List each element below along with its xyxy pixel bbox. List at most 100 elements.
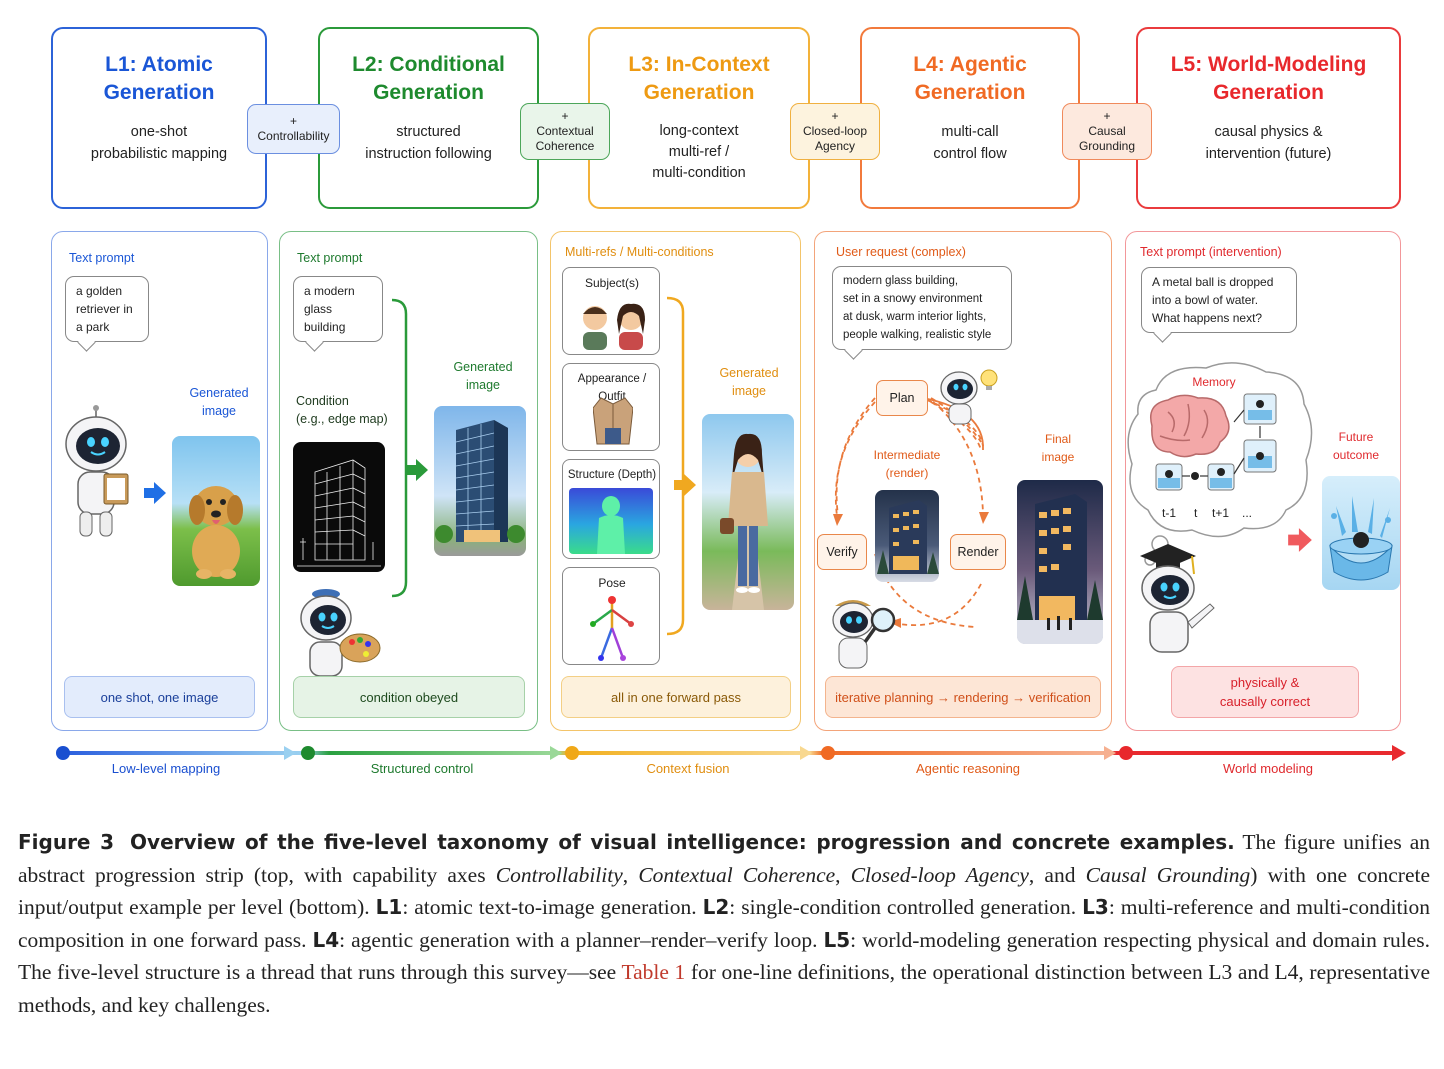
axis-label: Coherence: [536, 139, 595, 154]
prompt-line: retriever in: [76, 300, 138, 318]
arrow-right-icon: [142, 480, 168, 506]
caption-text: : atomic text-to-image generation.: [402, 895, 702, 919]
level-2-desc: instruction following: [320, 143, 537, 165]
verify-node: Verify: [817, 534, 867, 570]
axis-plus: +: [831, 109, 838, 124]
level-3-desc: long-context: [590, 121, 808, 142]
caption-text: ,: [623, 863, 639, 887]
prompt-bubble: a modern glass building: [293, 276, 383, 342]
panel-label: Text prompt: [297, 249, 362, 267]
panel-l4-example: User request (complex) modern glass buil…: [814, 231, 1112, 731]
intermediate-label: Intermediate(render): [865, 446, 949, 482]
axis-causal-grounding: +CausalGrounding: [1062, 103, 1152, 160]
prompt-line: a modern: [304, 282, 372, 300]
robot-magnifier-icon: [825, 594, 905, 676]
jacket-icon: [593, 394, 633, 446]
prompt-bubble: a golden retriever in a park: [65, 276, 149, 342]
future-outcome-image: [1322, 476, 1400, 590]
level-5-desc: intervention (future): [1138, 143, 1399, 165]
level-3-desc: multi-ref /: [590, 142, 808, 163]
flow-label-world: World modeling: [1168, 761, 1368, 776]
panel-l3-example: Multi-refs / Multi-conditions Subject(s)…: [550, 231, 801, 731]
level-2-desc: structured: [320, 121, 537, 143]
physics-sequence-diagram: [1150, 392, 1300, 522]
ref-depth: Structure (Depth): [562, 459, 660, 559]
level-1-subtitle: Generation: [53, 79, 265, 107]
caption-text: ,: [835, 863, 851, 887]
axis-label: Closed-loop: [803, 124, 867, 139]
condition-label: Condition(e.g., edge map): [296, 392, 388, 428]
axis-plus: +: [290, 114, 297, 129]
caption-italic: Closed-loop Agency: [851, 863, 1029, 887]
caption-italic: Controllability: [496, 863, 623, 887]
time-ticks: t-1 t t+1 ...: [1154, 506, 1314, 524]
plan-node: Plan: [876, 380, 928, 416]
figure-title: Overview of the five-level taxonomy of v…: [130, 830, 1235, 854]
generated-woman-image: [702, 414, 794, 610]
caption-box: iterative planning → rendering → verific…: [825, 676, 1101, 718]
panel-label: Text prompt (intervention): [1140, 243, 1282, 261]
level-1-box: L1: AtomicGeneration one-shotprobabilist…: [51, 27, 267, 209]
axis-label: Controllability: [257, 129, 329, 144]
robot-idea-icon: [937, 366, 1003, 426]
ref-label: Structure (Depth): [563, 466, 661, 484]
render-node: Render: [950, 534, 1006, 570]
panel-label: Text prompt: [69, 249, 134, 267]
intervention-bubble: A metal ball is dropped into a bowl of w…: [1141, 267, 1297, 333]
level-3-desc: multi-condition: [590, 163, 808, 184]
generated-label: Generatedimage: [438, 358, 528, 394]
caption-italic: Causal Grounding: [1086, 863, 1251, 887]
caption-box: one shot, one image: [64, 676, 255, 718]
arrow-right-icon: [1286, 526, 1314, 554]
caption-bold: L4: [312, 928, 339, 952]
panel-l2-example: Text prompt a modern glass building Cond…: [279, 231, 538, 731]
level-4-desc: multi-call: [862, 121, 1078, 143]
prompt-line: What happens next?: [1152, 309, 1286, 327]
panel-l5-example: Text prompt (intervention) A metal ball …: [1125, 231, 1401, 731]
ref-subjects: Subject(s): [562, 267, 660, 355]
table-1-link[interactable]: Table 1: [621, 960, 685, 984]
ref-pose: Pose: [562, 567, 660, 665]
prompt-line: a golden: [76, 282, 138, 300]
prompt-line: a park: [76, 318, 138, 336]
level-5-subtitle: Generation: [1138, 79, 1399, 107]
panel-l1-example: Text prompt a golden retriever in a park…: [51, 231, 268, 731]
glass-building-image: [434, 406, 526, 556]
axis-label: Grounding: [1079, 139, 1135, 154]
ref-label: Subject(s): [563, 274, 661, 292]
caption-text: , and: [1029, 863, 1086, 887]
robot-graduate-icon: [1126, 538, 1226, 658]
two-people-icon: [577, 298, 649, 350]
level-5-title: L5: World-Modeling: [1138, 51, 1399, 79]
axis-controllability: +Controllability: [247, 104, 340, 154]
level-4-desc: control flow: [862, 143, 1078, 165]
tick-label: t-1: [1162, 506, 1176, 520]
prompt-line: glass: [304, 300, 372, 318]
future-label: Futureoutcome: [1316, 428, 1396, 464]
robot-clipboard-icon: [58, 404, 140, 544]
flow-label-low-level: Low-level mapping: [66, 761, 266, 776]
arrow-right-icon: [404, 457, 430, 483]
caption-box: condition obeyed: [293, 676, 525, 718]
caption-text: : agentic generation with a planner–rend…: [339, 928, 823, 952]
axis-plus: +: [1103, 109, 1110, 124]
prompt-line: A metal ball is dropped: [1152, 273, 1286, 291]
ref-appearance: Appearance / Outfit: [562, 363, 660, 451]
level-5-desc: causal physics &: [1138, 121, 1399, 143]
golden-retriever-image: [172, 436, 260, 586]
caption-box: physically &causally correct: [1171, 666, 1359, 718]
level-2-title: L2: Conditional: [320, 51, 537, 79]
level-4-box: L4: AgenticGeneration multi-callcontrol …: [860, 27, 1080, 209]
caption-bold: L2: [703, 895, 730, 919]
prompt-line: into a bowl of water.: [1152, 291, 1286, 309]
level-1-desc: probabilistic mapping: [53, 143, 265, 165]
flow-label-structured: Structured control: [322, 761, 522, 776]
caption-bold: L1: [376, 895, 403, 919]
